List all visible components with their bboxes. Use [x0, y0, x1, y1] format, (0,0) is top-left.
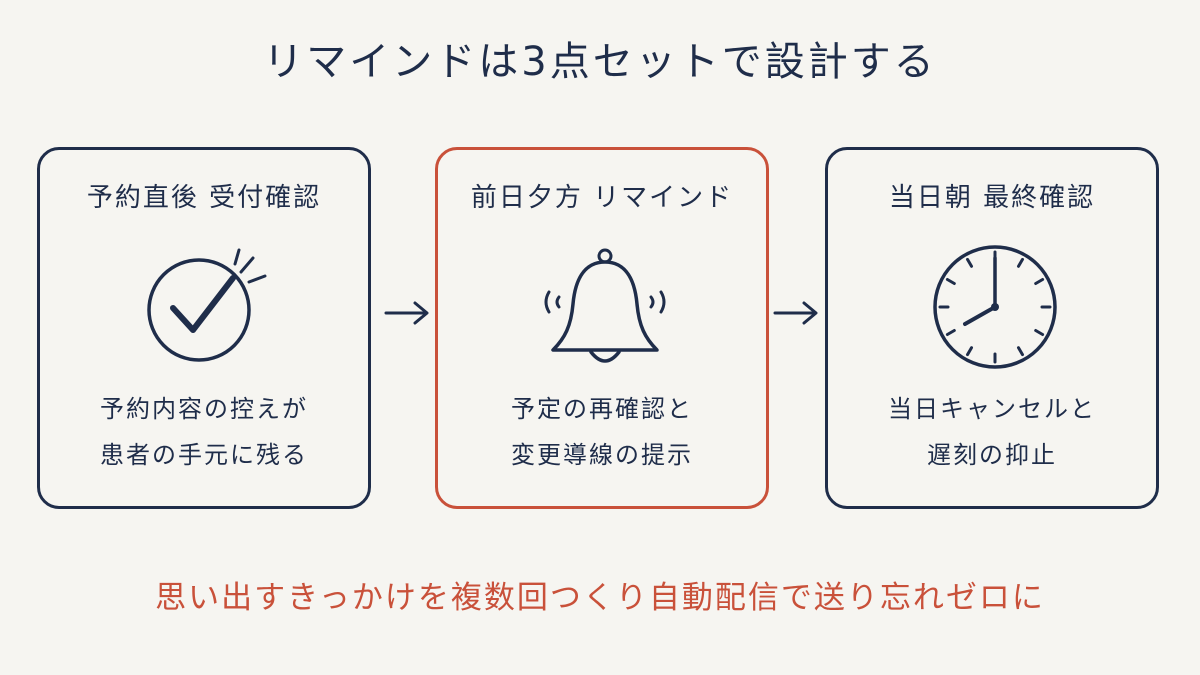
step-description-line: 予約内容の控えが	[100, 395, 308, 423]
right-arrow-icon	[773, 301, 818, 325]
checkmark-circle-icon	[147, 248, 267, 362]
step-description: 予定の再確認と 変更導線の提示	[438, 386, 766, 478]
clock-icon	[933, 245, 1057, 369]
step-card-booking-confirmation: 予約直後 受付確認 予約内容の控えが 患者の手元に残る	[37, 147, 371, 509]
step-description-line: 予定の再確認と	[511, 395, 693, 423]
step-card-morning-confirmation: 当日朝 最終確認 当日キャンセルと 遅刻の抑止	[825, 147, 1159, 509]
step-title: 当日朝 最終確認	[888, 183, 1096, 213]
step-card-evening-reminder: 前日夕方 リマインド 予定の再確認と 変更導線の提示	[435, 147, 769, 509]
step-description: 予約内容の控えが 患者の手元に残る	[40, 386, 368, 478]
step-title: 予約直後 受付確認	[86, 183, 322, 213]
right-arrow-icon	[384, 301, 429, 325]
step-description-line: 変更導線の提示	[511, 441, 693, 469]
step-description: 当日キャンセルと 遅刻の抑止	[828, 386, 1156, 478]
bell-icon	[544, 248, 666, 363]
page-title: リマインドは3点セットで設計する	[263, 39, 937, 85]
step-description-line: 当日キャンセルと	[888, 395, 1096, 423]
step-title: 前日夕方 リマインド	[470, 183, 734, 213]
step-description-line: 患者の手元に残る	[100, 441, 308, 469]
step-description-line: 遅刻の抑止	[927, 441, 1057, 469]
footer-message: 思い出すきっかけを複数回つくり自動配信で送り忘れゼロに	[155, 580, 1045, 616]
